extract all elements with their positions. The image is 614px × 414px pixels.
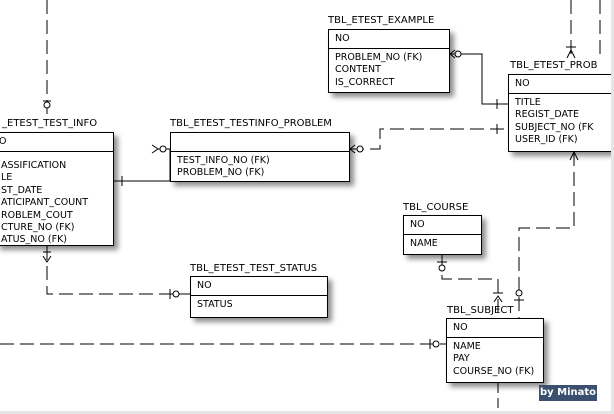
table-example[interactable]: NO PROBLEM_NO (FK) CONTENT IS_CORRECT	[328, 29, 450, 93]
column: TITLE	[515, 97, 541, 108]
column: IS_CORRECT	[335, 76, 395, 88]
column: CONTENT	[335, 64, 381, 76]
pk-column: NO	[404, 216, 481, 235]
pk-column	[171, 133, 349, 152]
column: ST_DATE	[1, 184, 43, 196]
relationship-testinfo-testinfo-problem	[114, 144, 171, 186]
column: PAY	[453, 353, 470, 365]
table-testinfo[interactable]: O ASSIFICATION LE ST_DATE ATICIPANT_COUN…	[0, 132, 114, 246]
pk-column: O	[0, 133, 113, 152]
relationship-top-testinfo	[43, 0, 51, 118]
relationship-problem-testinfo-problem	[349, 124, 508, 154]
table-name-testinfo: _ETEST_TEST_INFO	[2, 118, 98, 129]
column: USER_ID (FK)	[515, 134, 578, 146]
table-course[interactable]: NO NAME	[403, 215, 482, 255]
relationship-top-problem	[566, 0, 601, 60]
table-name-course: TBL_COURSE	[403, 202, 469, 213]
watermark: by Minato	[539, 385, 597, 401]
table-status[interactable]: NO STATUS	[190, 276, 328, 318]
relationship-course-subject	[437, 255, 503, 318]
table-name-example: TBL_ETEST_EXAMPLE	[328, 15, 435, 26]
pk-column: NO	[191, 277, 327, 296]
pk-column: NO	[329, 30, 449, 49]
column: SUBJECT_NO (FK	[515, 121, 594, 133]
column: ASSIFICATION	[1, 160, 67, 171]
column: LE	[1, 172, 13, 184]
pk-column: NO	[447, 319, 543, 338]
column: STATUS	[197, 299, 233, 310]
table-name-testinfo-problem: TBL_ETEST_TESTINFO_PROBLEM	[170, 118, 332, 129]
pk-column: NO	[509, 75, 611, 94]
table-problem[interactable]: NO TITLE REGIST_DATE SUBJECT_NO (FK USER…	[508, 74, 611, 152]
relationship-testinfo-status	[42, 246, 190, 299]
table-name-status: TBL_ETEST_TEST_STATUS	[190, 263, 318, 274]
column: PROBLEM_NO (FK)	[335, 52, 423, 63]
column: ROBLEM_COUT	[1, 209, 73, 221]
column: COURSE_NO (FK)	[453, 365, 535, 377]
column: ATICIPANT_COUNT	[1, 197, 89, 209]
column: REGIST_DATE	[515, 109, 580, 121]
relationship-problem-example	[449, 49, 508, 109]
relationship-left-subject	[0, 339, 446, 349]
relationship-subject-problem	[514, 150, 579, 318]
table-testinfo-problem[interactable]: TEST_INFO_NO (FK) PROBLEM_NO (FK)	[170, 132, 350, 182]
column: ATUS_NO (FK)	[1, 234, 68, 246]
table-name-subject: TBL_SUBJECT	[447, 305, 514, 316]
column: NAME	[410, 238, 438, 249]
column: NAME	[453, 341, 481, 352]
table-name-problem: TBL_ETEST_PROB	[510, 60, 598, 71]
column: CTURE_NO (FK)	[1, 222, 75, 234]
column: PROBLEM_NO (FK)	[177, 167, 265, 179]
table-subject[interactable]: NO NAME PAY COURSE_NO (FK)	[446, 318, 544, 383]
column: TEST_INFO_NO (FK)	[177, 155, 270, 166]
